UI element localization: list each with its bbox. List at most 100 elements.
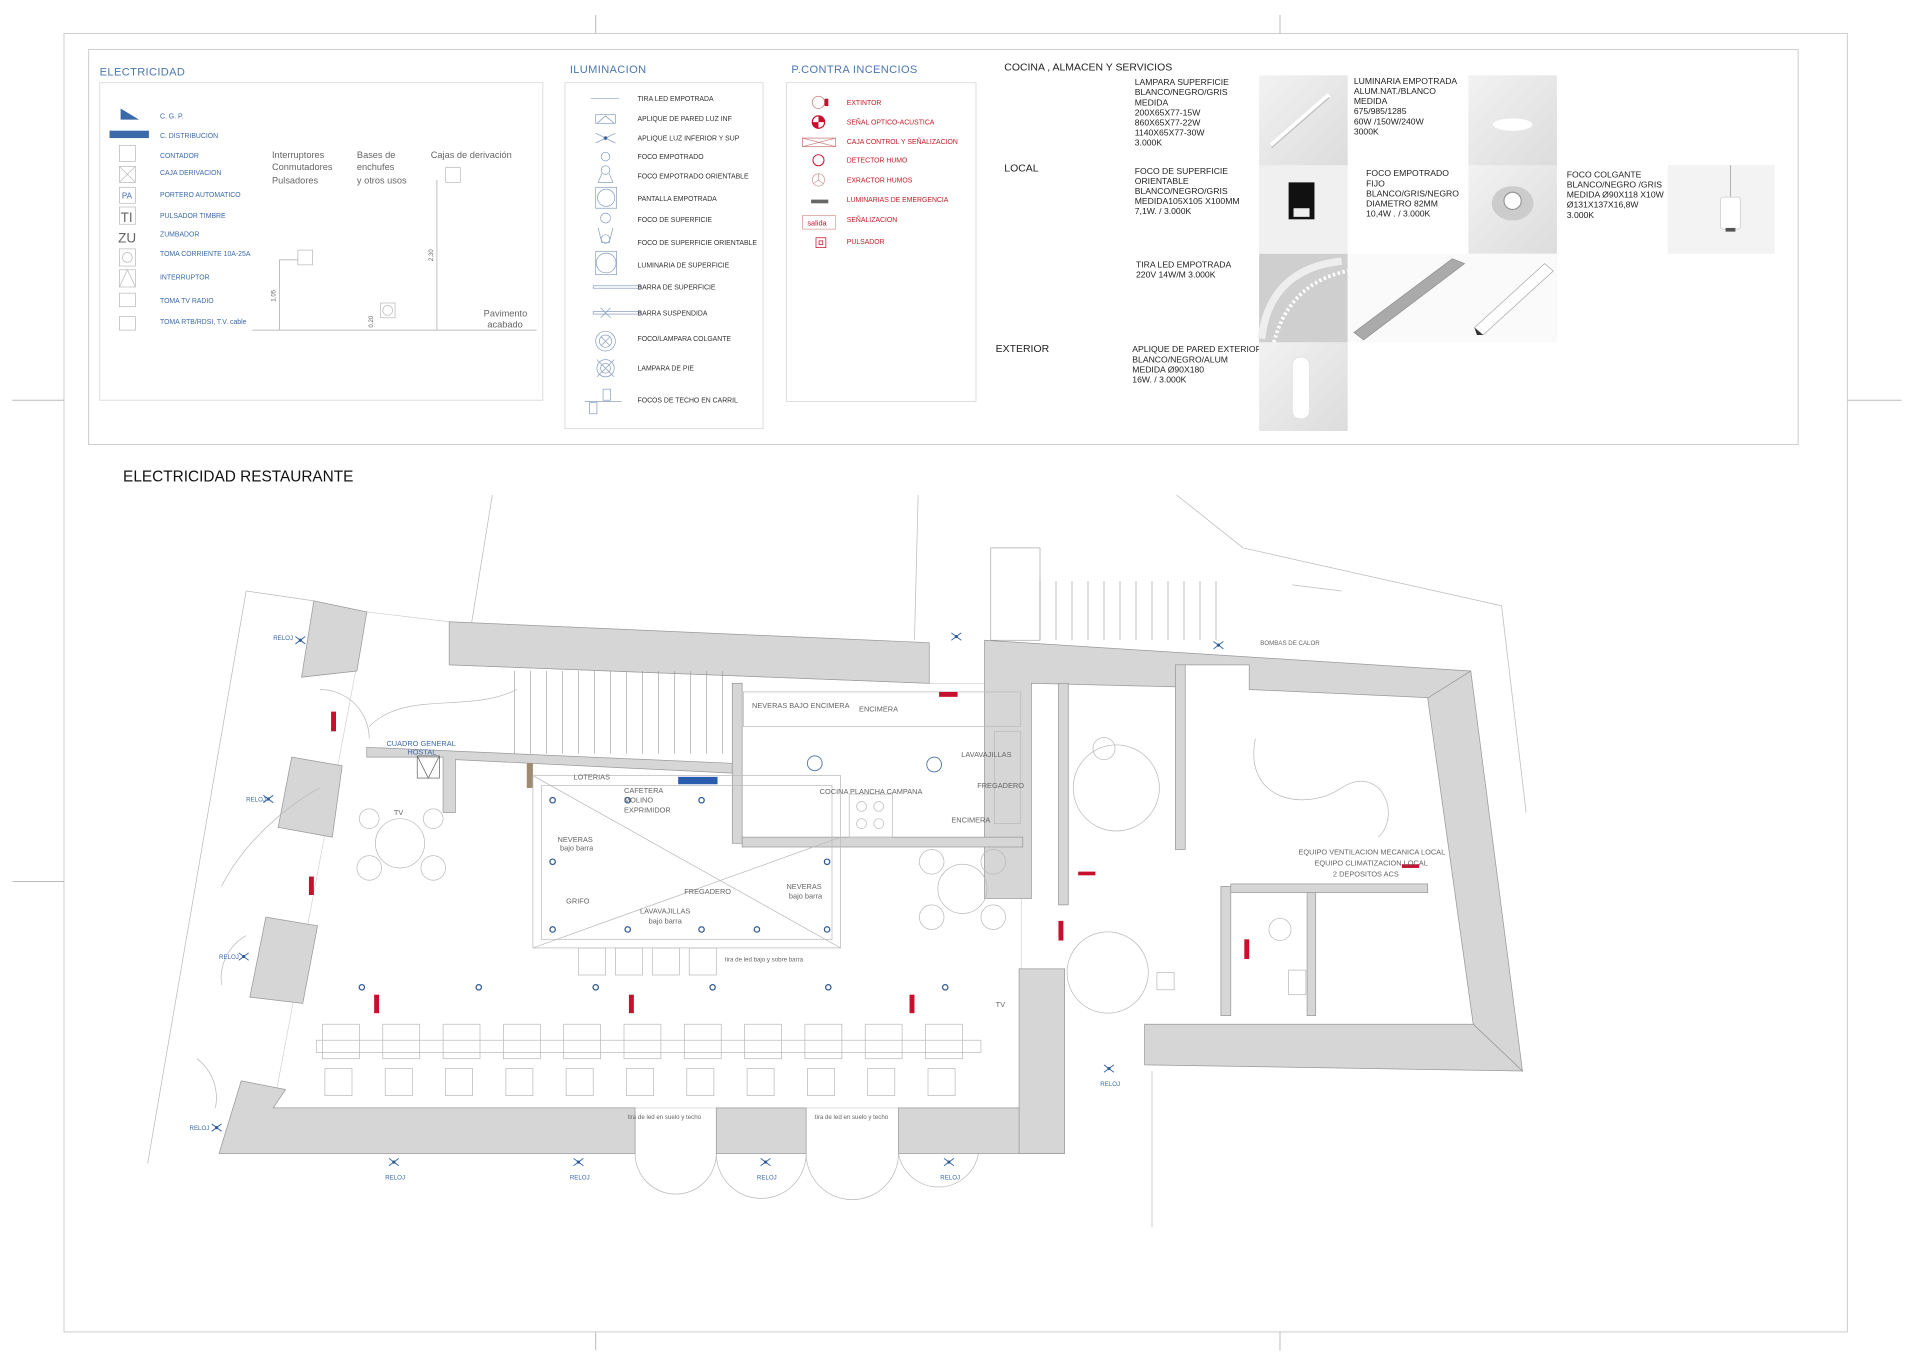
buzzer-icon: ZU bbox=[118, 231, 136, 246]
iluminacion-symbols bbox=[584, 98, 642, 415]
label-equipo-ventilacion: EQUIPO VENTILACION MECANICA LOCAL bbox=[1298, 847, 1445, 856]
label-reloj: RELOJ bbox=[940, 1174, 960, 1181]
label-encimera-cocina: ENCIMERA bbox=[951, 815, 990, 824]
pendant-spot-photo bbox=[1667, 165, 1775, 254]
label-lavavajillas-cocina: LAVAVAJILLAS bbox=[961, 750, 1011, 759]
label-reloj: RELOJ bbox=[190, 1125, 210, 1132]
product-lampara-superficie: LAMPARA SUPERFICIEBLANCO/NEGRO/GRISMEDID… bbox=[1135, 77, 1229, 148]
recessed-spot-icon bbox=[592, 983, 600, 991]
mounting-heights-diagram: Interruptores Conmutadores Pulsadores Ba… bbox=[252, 150, 537, 331]
product-spec-line: LUMINARIA EMPOTRADA bbox=[1354, 76, 1458, 86]
legend-item-label: FOCO/LAMPARA COLGANTE bbox=[638, 336, 732, 343]
section-local: LOCAL bbox=[1004, 163, 1038, 174]
product-spec-line: FIJO bbox=[1366, 178, 1385, 188]
chair bbox=[927, 1068, 956, 1096]
emergency-light-icon bbox=[1078, 871, 1096, 876]
table bbox=[864, 1023, 903, 1060]
legend-item-label: CAJA DERIVACION bbox=[160, 170, 221, 177]
recessed-spot-icon bbox=[824, 983, 832, 991]
table bbox=[382, 1023, 421, 1060]
surface-spot-icon bbox=[600, 212, 611, 224]
label-tv: TV bbox=[394, 808, 404, 817]
legend-item-label: ZUMBADOR bbox=[160, 232, 199, 239]
legend-item-label: SEÑALIZACION bbox=[847, 215, 897, 224]
label-bombas-calor: BOMBAS DE CALOR bbox=[1260, 640, 1320, 647]
legend-item-label: TOMA CORRIENTE 10A-25A bbox=[160, 251, 251, 258]
smoke-extractor-icon bbox=[811, 173, 825, 187]
product-luminaria-empotrada: LUMINARIA EMPOTRADAALUM.NAT./BLANCOMEDID… bbox=[1354, 76, 1458, 136]
legend-item-label: C. DISTRIBUCION bbox=[160, 133, 218, 140]
recessed-spot-icon bbox=[823, 858, 831, 866]
table bbox=[925, 1023, 963, 1060]
recessed-spot-icon bbox=[624, 926, 632, 933]
chair bbox=[626, 1068, 654, 1096]
label-reloj: RELOJ bbox=[273, 635, 293, 642]
dimension-label: 0,20 bbox=[368, 315, 375, 328]
socket-icon bbox=[119, 248, 136, 267]
wall-light-icon bbox=[573, 1157, 584, 1167]
surface-bar-icon bbox=[592, 285, 642, 289]
bar-stool bbox=[688, 947, 717, 976]
label-equipo-climatizacion: EQUIPO CLIMATIZACION LOCAL bbox=[1314, 858, 1427, 867]
product-spec-line: DIAMETRO 82MM bbox=[1366, 199, 1438, 209]
meter-icon bbox=[119, 145, 136, 162]
legend-electricidad-title: ELECTRICIDAD bbox=[100, 66, 186, 78]
legend-item-label: PORTERO AUTOMATICO bbox=[160, 192, 241, 199]
recessed-spot-icon bbox=[941, 983, 949, 991]
recessed-spot-photo bbox=[1468, 165, 1557, 254]
product-spec-line: MEDIDA Ø90X180 bbox=[1132, 364, 1204, 374]
product-spec-line: 16W. / 3.000K bbox=[1132, 375, 1186, 385]
adjustable-surface-spot-icon bbox=[597, 227, 614, 244]
legend-item-label: PULSADOR TIMBRE bbox=[160, 213, 226, 220]
floor-label: acabado bbox=[487, 320, 522, 330]
legend-item-label: BARRA SUSPENDIDA bbox=[638, 310, 708, 317]
emergency-light-icon bbox=[1058, 920, 1064, 941]
legend-item-label: FOCO DE SUPERFICIE bbox=[638, 217, 713, 224]
product-foco-empotrado: FOCO EMPOTRADOFIJOBLANCO/GRIS/NEGRODIAME… bbox=[1366, 168, 1459, 218]
label-reloj: RELOJ bbox=[246, 796, 266, 803]
legend-item-label: EXTINTOR bbox=[847, 100, 882, 107]
legend-panel bbox=[88, 48, 1799, 446]
label-neveras: NEVERAS bbox=[786, 882, 821, 891]
product-spec-line: Ø131X137X16,8W bbox=[1567, 200, 1640, 210]
data-socket-icon bbox=[119, 316, 136, 331]
intercom-icon: PA bbox=[122, 191, 133, 200]
product-spec-line: APLIQUE DE PARED EXTERIOR bbox=[1132, 344, 1262, 354]
surface-spot-photo bbox=[1259, 165, 1348, 254]
label-bajo-barra: bajo barra bbox=[789, 892, 823, 901]
emergency-light-icon bbox=[308, 876, 314, 895]
track-spot-icon bbox=[584, 388, 622, 415]
wall-light-icon bbox=[760, 1157, 771, 1167]
label-lavavajillas: LAVAVAJILLAS bbox=[640, 906, 690, 915]
chair bbox=[324, 1068, 353, 1096]
product-spec-line: 10,4W . / 3.000K bbox=[1366, 209, 1430, 219]
label-molino: MOLINO bbox=[624, 796, 653, 805]
pantallas bbox=[806, 755, 943, 773]
legend-item-label: BARRA DE SUPERFICIE bbox=[638, 284, 716, 291]
pull-station-icon bbox=[815, 237, 827, 248]
legend-item-label: TIRA LED EMPOTRADA bbox=[638, 96, 714, 103]
label-depositos-acs: 2 DEPOSITOS ACS bbox=[1333, 870, 1399, 879]
label-fregadero-cocina: FREGADERO bbox=[977, 781, 1024, 790]
switch-icon bbox=[119, 268, 136, 288]
emergency-light-icon bbox=[331, 711, 336, 732]
floor-label: Pavimento bbox=[484, 309, 528, 319]
sheet-frame bbox=[63, 32, 1848, 1333]
legend-item-label: TOMA RTB/RDSI, T.V. cable bbox=[160, 319, 247, 326]
product-spec-line: MEDIDA Ø90X118 X10W bbox=[1567, 190, 1665, 200]
chair bbox=[867, 1068, 896, 1096]
product-spec-line: 220V 14W/M 3.000K bbox=[1136, 269, 1216, 279]
legend-item-label: PANTALLA EMPOTRADA bbox=[638, 196, 718, 203]
label-cafetera: CAFETERA bbox=[624, 786, 663, 795]
bar-stool bbox=[615, 947, 643, 976]
heights-label: y otros usos bbox=[357, 176, 407, 186]
legend-item-label: FOCOS DE TECHO EN CARRIL bbox=[638, 398, 739, 405]
recessed-spot-icon bbox=[624, 796, 632, 804]
chair bbox=[565, 1068, 594, 1096]
wall-light-icon bbox=[1103, 1064, 1115, 1073]
stairs bbox=[514, 547, 1217, 754]
